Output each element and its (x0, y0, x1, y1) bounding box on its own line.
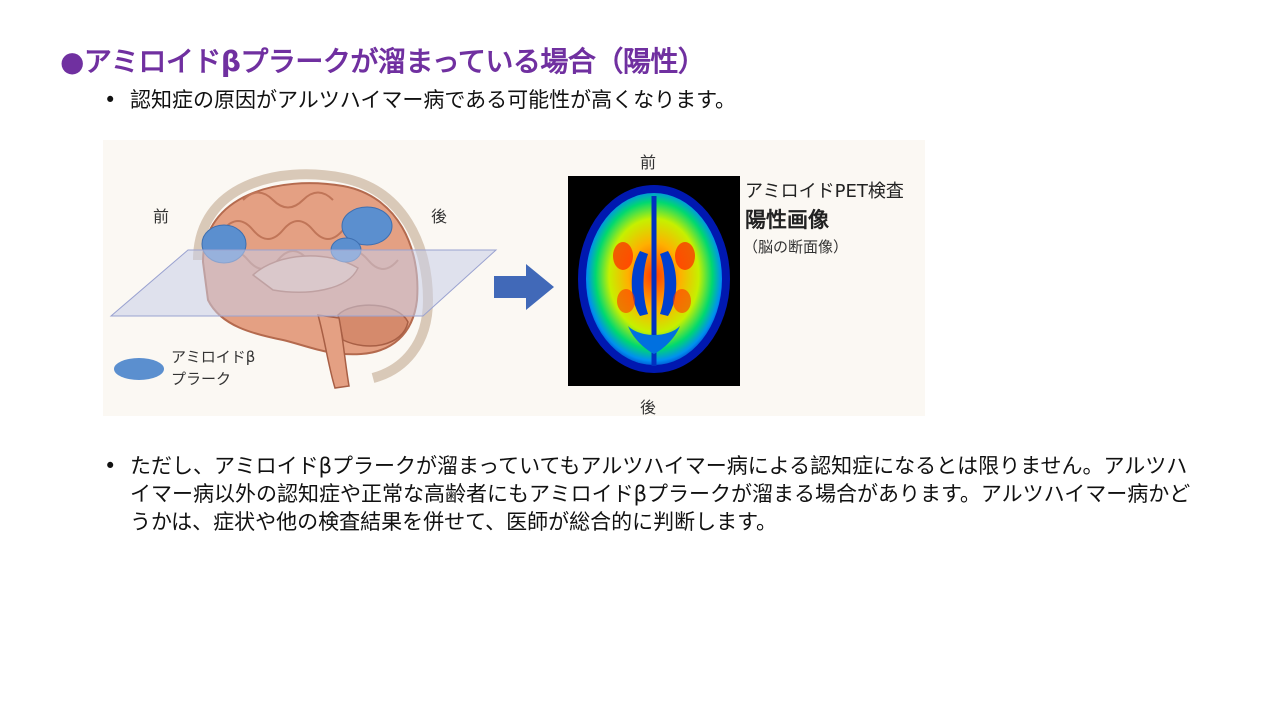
bullet-text: ただし、アミロイドβプラークが溜まっていてもアルツハイマー病による認知症になると… (130, 454, 1191, 534)
bullet-marker: • (104, 454, 117, 478)
bullet-item: • ただし、アミロイドβプラークが溜まっていてもアルツハイマー病による認知症にな… (104, 452, 1204, 536)
bullet-item: • 認知症の原因がアルツハイマー病である可能性が高くなります。 (104, 86, 864, 114)
slide-title: ●アミロイドβプラークが溜まっている場合（陽性） (60, 45, 706, 78)
section-plane (109, 249, 498, 317)
brain-front-label: 前 (153, 207, 170, 226)
pet-figure: 前 後 アミロイドβ プラーク (103, 140, 925, 417)
pet-note: （脳の断面像） (743, 238, 849, 256)
pet-title: アミロイドPET検査 (745, 181, 904, 202)
bullet-text: 認知症の原因がアルツハイマー病である可能性が高くなります。 (130, 88, 737, 112)
legend-label-line1: アミロイドβ (171, 348, 256, 366)
brain-back-label: 後 (431, 207, 448, 226)
bullet-marker: • (104, 88, 117, 112)
brain-illustration (109, 169, 498, 389)
legend-label-line2: プラーク (171, 370, 232, 388)
pet-subtitle: 陽性画像 (745, 208, 829, 232)
right-arrow-icon (494, 264, 554, 310)
legend-label: アミロイドβ プラーク (171, 346, 255, 390)
legend-plaque-swatch (114, 358, 164, 380)
pet-front-label: 前 (640, 153, 657, 172)
pet-scan-image (568, 176, 740, 386)
plaque-back-top (341, 206, 393, 246)
pet-back-label: 後 (640, 398, 657, 417)
